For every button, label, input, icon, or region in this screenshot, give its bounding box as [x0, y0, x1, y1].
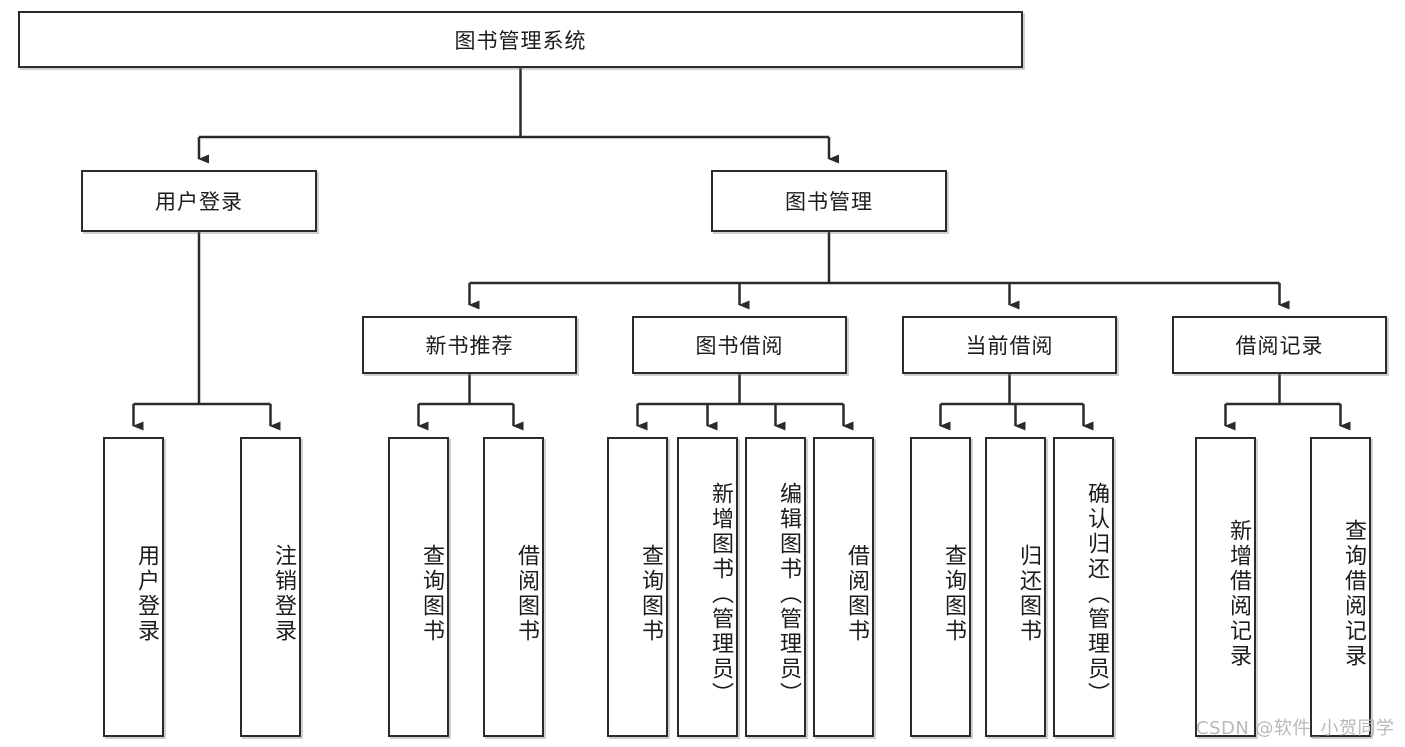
node-label: 新增图书（管理员） — [708, 481, 733, 707]
node-label: 查询借阅记录 — [1341, 519, 1366, 669]
node-label: 编辑图书（管理员） — [776, 481, 801, 707]
node-label: 图书管理 — [785, 190, 873, 214]
node-login[interactable]: 用户登录 — [81, 170, 317, 232]
node-label: 借阅记录 — [1235, 334, 1324, 358]
node-label: 用户登录 — [134, 544, 159, 644]
node-leaf-5[interactable]: 查询图书 — [607, 437, 668, 737]
node-leaf-9[interactable]: 查询图书 — [910, 437, 971, 737]
node-label: 借阅图书 — [514, 544, 539, 644]
node-leaf-11[interactable]: 确认归还（管理员） — [1053, 437, 1114, 737]
node-leaf-13[interactable]: 查询借阅记录 — [1310, 437, 1371, 737]
node-borrow[interactable]: 图书借阅 — [632, 316, 847, 374]
node-current[interactable]: 当前借阅 — [902, 316, 1117, 374]
node-leaf-1[interactable]: 用户登录 — [103, 437, 164, 737]
node-leaf-2[interactable]: 注销登录 — [240, 437, 301, 737]
node-leaf-4[interactable]: 借阅图书 — [483, 437, 544, 737]
edge-group — [132, 68, 1351, 431]
node-leaf-12[interactable]: 新增借阅记录 — [1195, 437, 1256, 737]
node-leaf-3[interactable]: 查询图书 — [388, 437, 449, 737]
node-leaf-8[interactable]: 借阅图书 — [813, 437, 874, 737]
node-leaf-10[interactable]: 归还图书 — [985, 437, 1046, 737]
node-label: 图书管理系统 — [454, 28, 587, 53]
node-leaf-7[interactable]: 编辑图书（管理员） — [745, 437, 806, 737]
node-label: 图书借阅 — [695, 334, 784, 358]
node-label: 用户登录 — [155, 190, 243, 214]
node-label: 查询图书 — [638, 544, 663, 644]
node-root[interactable]: 图书管理系统 — [18, 11, 1023, 68]
node-label: 新书推荐 — [425, 334, 514, 358]
node-label: 注销登录 — [271, 544, 296, 644]
node-records[interactable]: 借阅记录 — [1172, 316, 1387, 374]
node-label: 查询图书 — [941, 544, 966, 644]
node-label: 当前借阅 — [965, 334, 1054, 358]
node-label: 确认归还（管理员） — [1084, 481, 1109, 707]
node-bookmgmt[interactable]: 图书管理 — [711, 170, 947, 232]
node-newbooks[interactable]: 新书推荐 — [362, 316, 577, 374]
node-label: 借阅图书 — [844, 544, 869, 644]
node-leaf-6[interactable]: 新增图书（管理员） — [677, 437, 738, 737]
node-label: 归还图书 — [1016, 544, 1041, 644]
node-label: 新增借阅记录 — [1226, 519, 1251, 669]
node-label: 查询图书 — [419, 544, 444, 644]
